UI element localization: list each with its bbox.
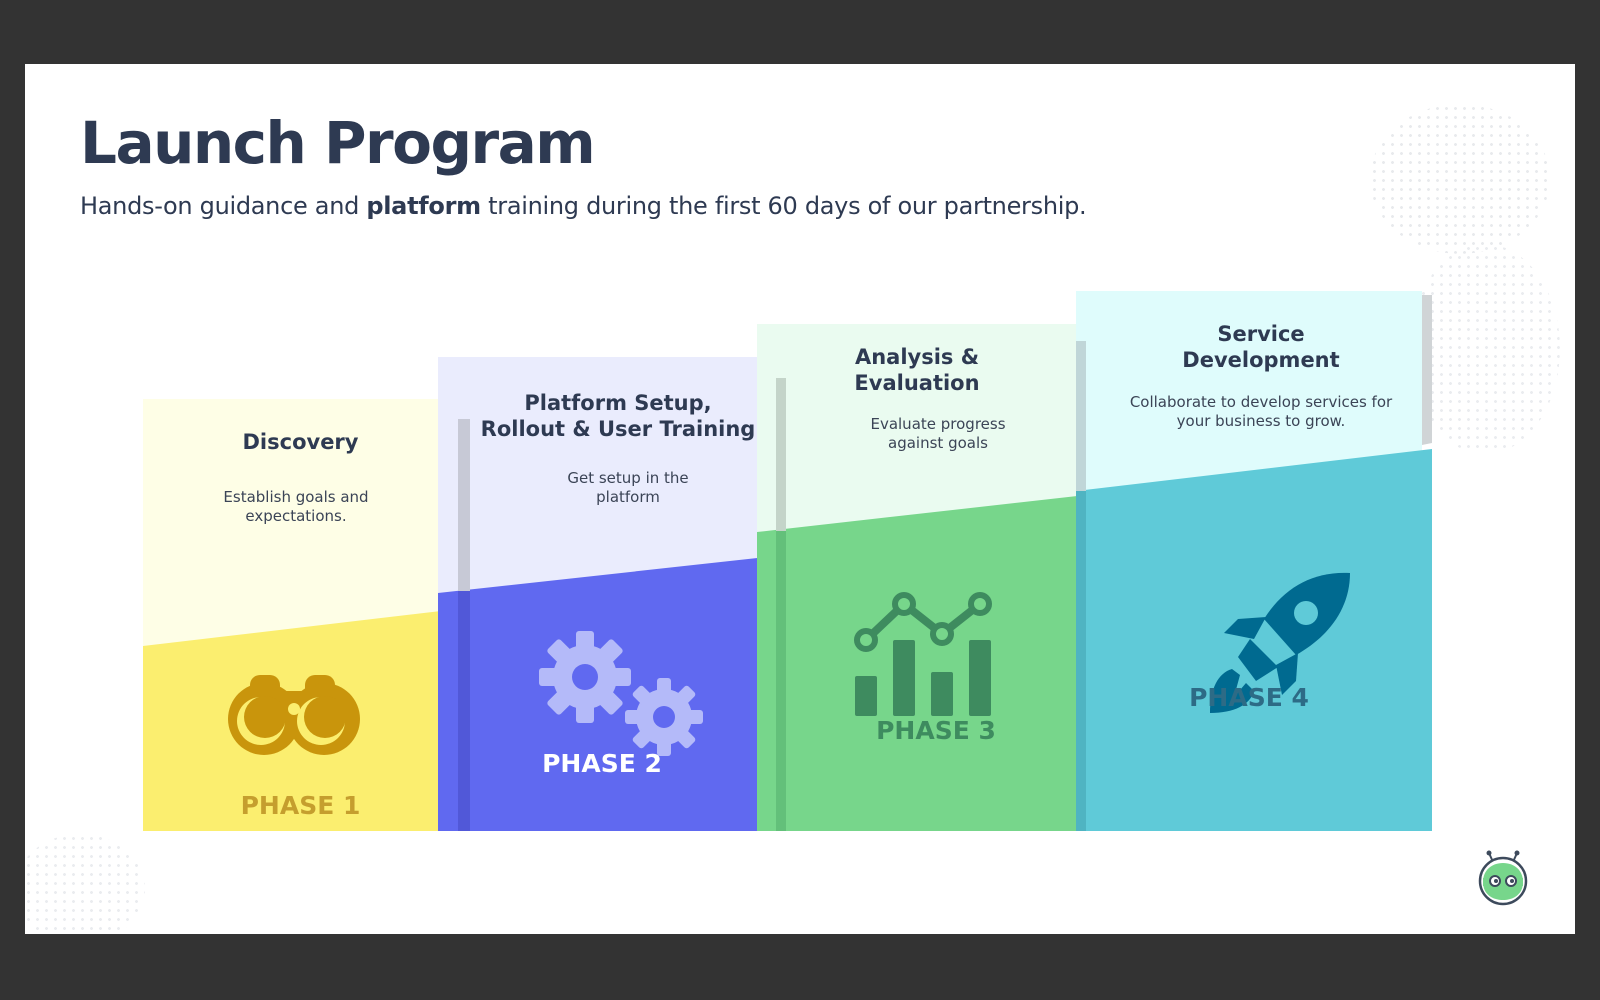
phase-3-title-line-2: Evaluation — [854, 371, 980, 395]
phase-3-description-line-2: against goals — [888, 434, 988, 452]
phase-4-bottom-panel — [1076, 449, 1432, 831]
phase-1-description-line-1: Establish goals and — [223, 488, 369, 506]
phase-4-description-line-1: Collaborate to develop services for — [1129, 393, 1393, 411]
phase-2-title: Platform Setup,Rollout & User Training — [438, 390, 776, 442]
phase-4-description-line-2: your business to grow. — [1176, 412, 1346, 430]
phase-3-left-edge — [776, 378, 786, 831]
phase-4-left-edge — [1076, 341, 1086, 831]
phase-2-label: PHASE 2 — [542, 749, 662, 778]
phase-1-description-line-2: expectations. — [245, 507, 347, 525]
robot-mascot-icon — [1478, 850, 1528, 906]
phase-2-left-edge — [458, 419, 470, 831]
subtitle-text-before: Hands-on guidance and — [80, 192, 367, 220]
phase-4-title-line-1: Service — [1217, 322, 1305, 346]
page-subtitle: Hands-on guidance and platform training … — [80, 192, 1087, 220]
phase-2-title-line-1: Platform Setup, — [524, 391, 712, 415]
phase-2-description-line-2: platform — [596, 488, 660, 506]
gears-icon — [539, 631, 703, 756]
decorative-dots-bottom-left — [25, 834, 145, 934]
phase-2-description-line-1: Get setup in the — [567, 469, 689, 487]
phase-3-bottom-panel — [757, 494, 1095, 831]
slide: Launch Program Hands-on guidance and pla… — [25, 64, 1575, 934]
phase-4-right-shadow — [1422, 295, 1432, 445]
phase-3-title-line-1: Analysis & — [854, 345, 980, 369]
rocket-icon — [1210, 572, 1350, 713]
phase-2-card: Platform Setup,Rollout & User Training G… — [438, 357, 776, 831]
phase-1-title: Discovery — [143, 429, 458, 455]
decorative-dots-right — [1410, 244, 1560, 454]
page-title: Launch Program — [80, 109, 596, 177]
decorative-dots-top-right — [1370, 104, 1550, 254]
phase-4-label: PHASE 4 — [1189, 683, 1309, 712]
phase-1-label: PHASE 1 — [240, 791, 361, 820]
phase-1-title-line-1: Discovery — [242, 430, 359, 454]
subtitle-bold-text: platform — [366, 192, 481, 220]
bar-chart-icon — [854, 592, 992, 716]
binoculars-icon — [228, 675, 360, 755]
phase-3-title: Analysis &Evaluation — [787, 344, 1047, 396]
phase-4-title-line-2: Development — [1182, 348, 1340, 372]
phase-3-label: PHASE 3 — [876, 716, 996, 745]
phase-2-title-line-2: Rollout & User Training — [480, 417, 756, 441]
phase-3-description-line-1: Evaluate progress — [870, 415, 1006, 433]
subtitle-text-after: training during the first 60 days of our… — [480, 192, 1087, 220]
